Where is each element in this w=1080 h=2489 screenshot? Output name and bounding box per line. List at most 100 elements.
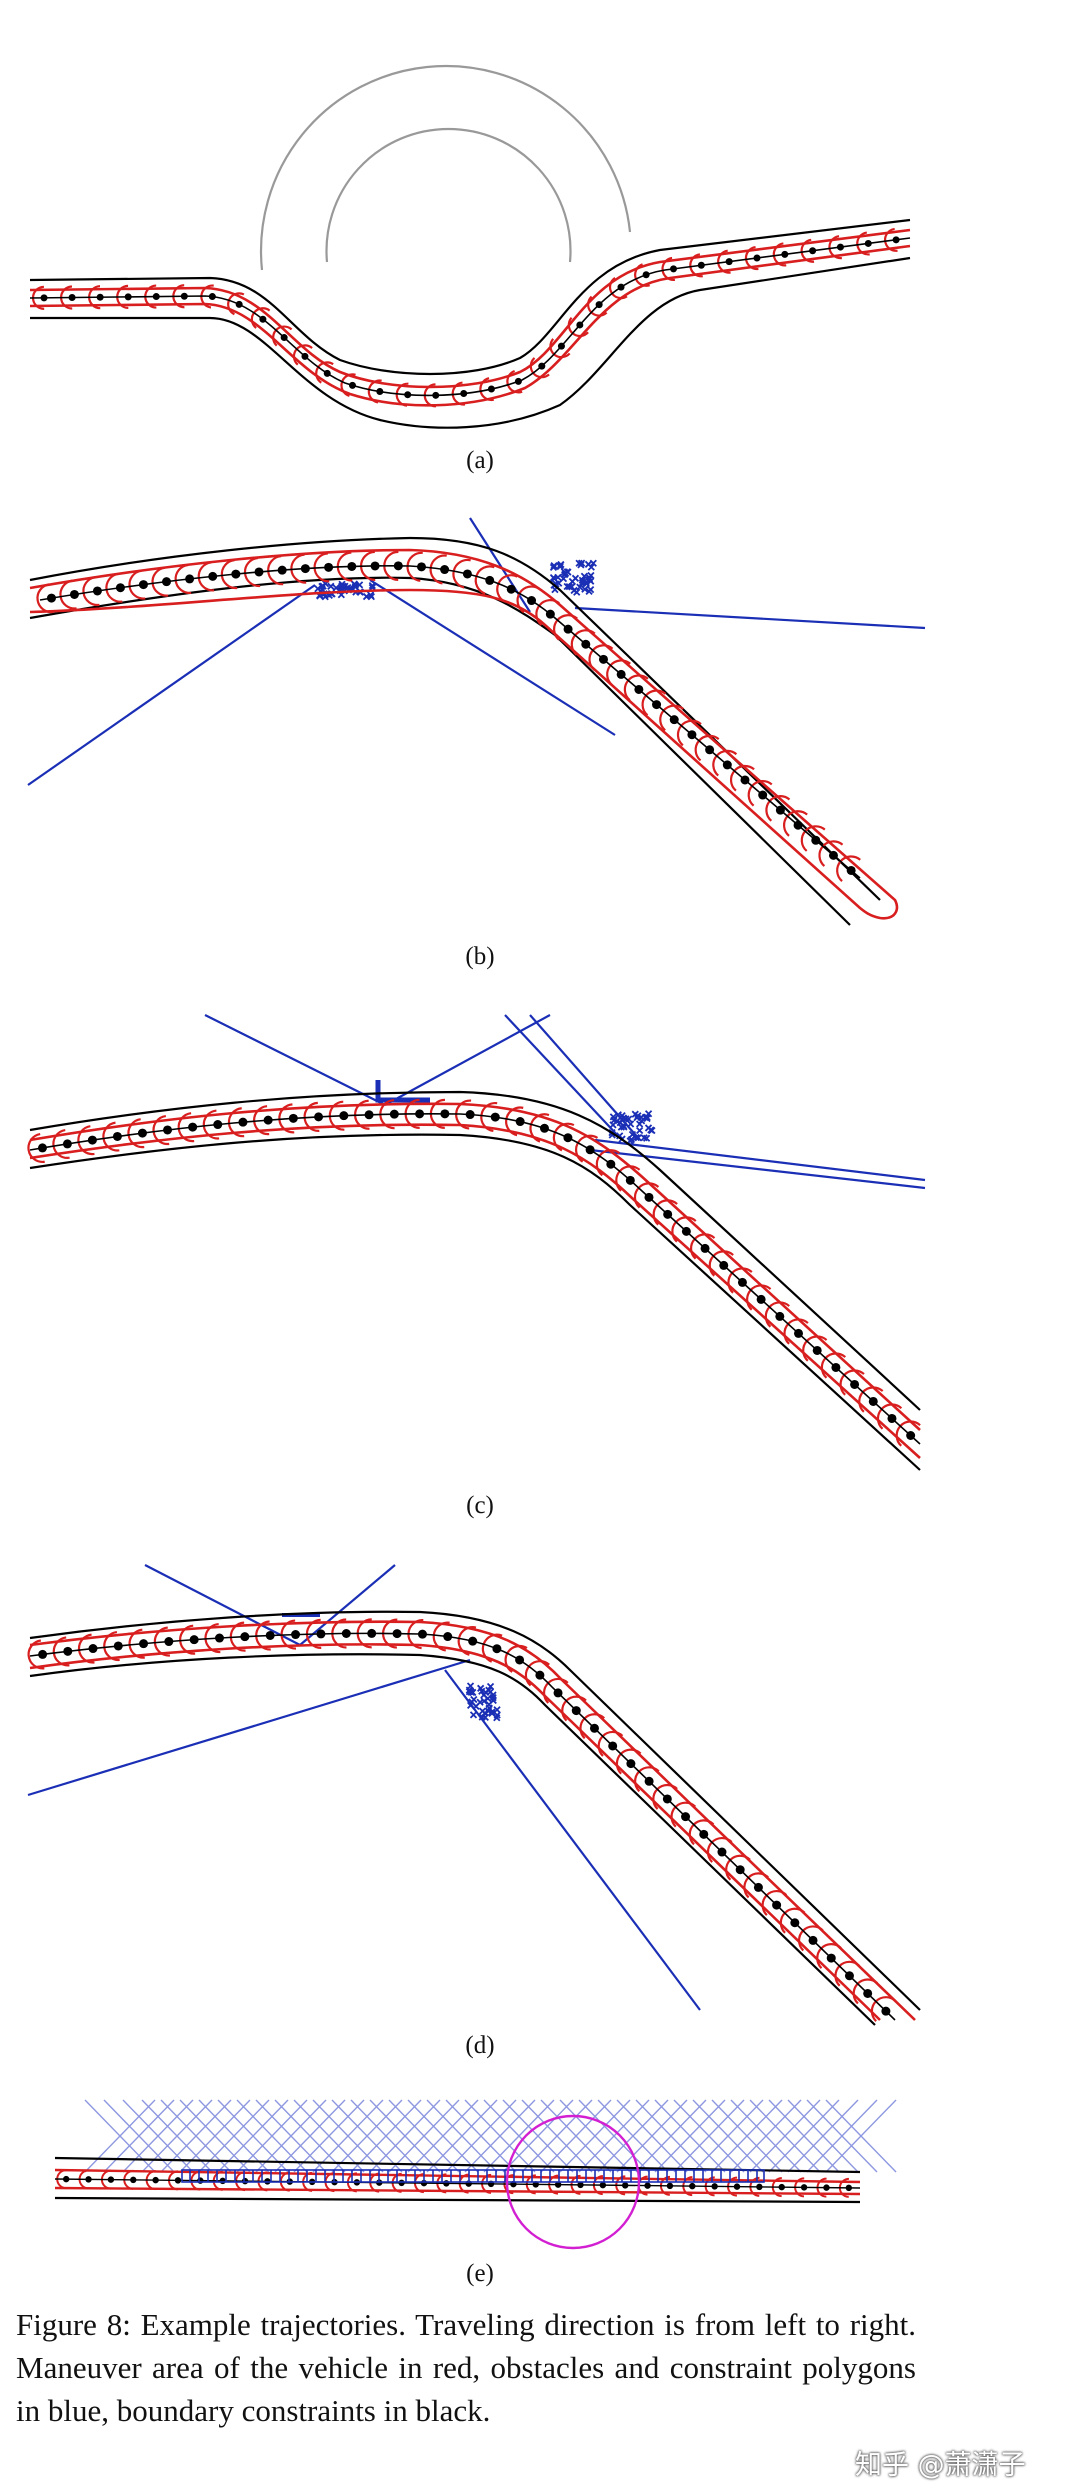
waypoint [240, 1632, 250, 1642]
waypoint [616, 669, 626, 679]
waypoint [231, 569, 241, 579]
hatch-line [274, 2099, 346, 2173]
waypoint [404, 391, 412, 399]
obstacle-point [576, 583, 584, 591]
hatch-line [673, 2099, 745, 2173]
obstacle-point [368, 582, 376, 590]
waypoint [462, 569, 472, 579]
hatch-line [787, 2099, 859, 2173]
waypoint [208, 571, 218, 581]
obstacle-point [565, 582, 573, 591]
waypoint [208, 293, 216, 301]
obstacle-point [582, 578, 590, 587]
waypoint [188, 1122, 198, 1132]
waypoint [663, 1209, 673, 1219]
waypoint [527, 596, 537, 606]
obstacle-point [644, 1110, 653, 1118]
boundary-constraints [29, 536, 881, 926]
obstacle-point [469, 1688, 477, 1697]
reference-path-e [54, 2178, 861, 2189]
waypoint [460, 389, 468, 397]
hatch-line [540, 2099, 612, 2173]
waypoint [393, 561, 403, 571]
hatch-line [616, 2099, 688, 2173]
waypoint [37, 1143, 47, 1153]
waypoint [163, 1125, 173, 1135]
trajectory-plot-c [27, 1014, 926, 1471]
obstacle-l-marker-c [375, 1080, 430, 1103]
waypoint [348, 381, 356, 389]
waypoint [506, 584, 516, 594]
waypoint [392, 1629, 402, 1639]
waypoint [642, 271, 650, 279]
waypoint [681, 1226, 691, 1236]
waypoint [69, 589, 79, 599]
obstacle-point [556, 562, 564, 571]
waypoint [689, 2182, 696, 2190]
waypoint [697, 261, 705, 269]
waypoint [753, 1882, 763, 1892]
waypoint [291, 1630, 301, 1640]
constraint-polygons-b [27, 517, 926, 786]
waypoint [775, 1311, 785, 1321]
waypoint [152, 293, 160, 301]
waypoint [863, 1988, 873, 1998]
maneuver-area-red [29, 1102, 921, 1459]
hatch-line [388, 2099, 460, 2173]
waypoint [347, 561, 357, 571]
waypoint [180, 292, 188, 300]
hatch-line [84, 2099, 156, 2173]
subfigure-label-b: (b) [465, 943, 495, 970]
hatch-line [445, 2099, 517, 2173]
obstacle-point [355, 581, 364, 589]
red-arcs-b [36, 550, 861, 882]
waypoint [622, 2182, 629, 2189]
waypoint [608, 1741, 618, 1751]
waypoint [440, 565, 450, 575]
waypoint [124, 293, 132, 301]
waypoint [553, 1688, 563, 1698]
subfigure-label-d: (d) [465, 2032, 495, 2059]
obstacle-point [643, 1114, 651, 1123]
waypoint [88, 1644, 98, 1654]
waypoint [836, 243, 844, 251]
waypoint [389, 1109, 399, 1119]
waypoint [259, 315, 267, 323]
obstacle-point [485, 1704, 493, 1712]
maneuver-area-red [29, 1620, 916, 2021]
trajectory-plot-e [54, 2099, 897, 2250]
waypoint [440, 1109, 450, 1119]
red-arcs-d [27, 1618, 897, 2022]
obstacle-point [466, 1682, 475, 1690]
waypoints-e [62, 2175, 853, 2192]
waypoint [906, 1430, 916, 1440]
constraint-polygons-d [27, 1564, 701, 2011]
hatch-line [597, 2099, 669, 2173]
obstacle-point [581, 585, 589, 593]
hatch-line [255, 2099, 327, 2173]
waypoint [341, 1628, 351, 1638]
waypoint [599, 2181, 607, 2189]
hatch-line [502, 2099, 574, 2173]
obstacle-point [554, 573, 562, 582]
waypoint [415, 1109, 425, 1119]
waypoint [719, 1260, 729, 1270]
waypoint [772, 1900, 782, 1910]
obstacle-points-d [465, 1682, 501, 1722]
obstacle-point [469, 1711, 478, 1719]
waypoint [666, 2182, 674, 2190]
waypoint [367, 1628, 377, 1638]
waypoint [197, 2177, 204, 2184]
subfigure-label-e: (e) [466, 2260, 494, 2287]
waypoint [808, 1935, 818, 1945]
waypoint [756, 2183, 763, 2191]
waypoint [485, 575, 495, 585]
obstacle-point [644, 1124, 653, 1132]
obstacle-strip-e [181, 2169, 765, 2183]
waypoint [238, 1117, 248, 1127]
waypoint [370, 561, 380, 571]
hatch-line [730, 2099, 802, 2173]
hatch-line [331, 2099, 403, 2173]
trajectory-plot-d [27, 1564, 921, 2026]
obstacle-point [631, 1110, 639, 1118]
